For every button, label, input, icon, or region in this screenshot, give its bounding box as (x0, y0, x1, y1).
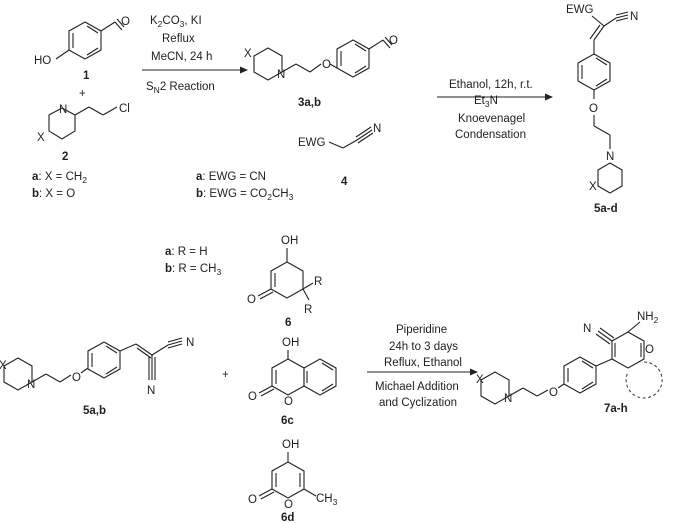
ether-O-5ab: O (72, 372, 81, 384)
atom-EWG-4: EWG (298, 137, 326, 149)
nitrile-N-5ab-a: N (186, 337, 194, 349)
aldehyde-O-3: O (389, 35, 398, 47)
ether-O-3: O (322, 59, 331, 71)
compound-label-2: 2 (62, 151, 68, 163)
compound-label-5: 5a-d (594, 203, 618, 215)
atom-OH-6: OH (281, 235, 298, 247)
plus-sign-2: + (222, 369, 229, 381)
nitrile-N-5: N (630, 11, 638, 23)
compound-label-3: 3a,b (298, 97, 321, 109)
conditions-1-line1: K2CO3, KI (150, 15, 202, 29)
atom-OH-6c: OH (282, 337, 299, 349)
nitrile-N-4: N (373, 123, 381, 135)
atom-OH-6d: OH (282, 439, 299, 451)
compound-1-structure: O HO (34, 16, 130, 67)
ether-O-5: O (589, 103, 598, 115)
atom-Cl: Cl (119, 103, 130, 115)
atom-R-6a: R (314, 276, 322, 288)
atom-X-3: X (244, 48, 252, 60)
compound-6d-structure: OH O O CH3 (248, 439, 338, 511)
compound-2-structure: N Cl X (37, 103, 130, 144)
compound-5ab-structure: X N O N N (0, 337, 194, 397)
compound-label-7: 7a-h (604, 403, 628, 415)
conditions-1-line4: SN2 Reaction (146, 81, 215, 95)
atom-X-5: X (589, 181, 597, 193)
legend-r-b: b: R = CH3 (165, 263, 221, 277)
compound-6c-structure: OH O O (248, 337, 337, 408)
atom-X-5ab: X (0, 360, 7, 372)
atom-N-2: N (59, 104, 67, 116)
atom-HO: HO (34, 55, 51, 67)
compound-7-structure: X N O N NH2 O (476, 311, 663, 405)
atom-N-7: N (504, 393, 512, 405)
legend-ewg-b: b: EWG = CO2CH3 (196, 188, 294, 202)
compound-6-structure: OH O R R (247, 235, 322, 316)
conditions-1-line2: Reflux (162, 33, 195, 45)
compound-label-5ab: 5a,b (83, 405, 106, 417)
carbonyl-O-6c: O (248, 391, 257, 403)
atom-N-3: N (277, 69, 285, 81)
legend-x-b: b: X = O (32, 188, 75, 200)
atom-X-2: X (37, 132, 45, 144)
conditions-2-line2: Et3N (474, 95, 498, 109)
aldehyde-O-1: O (121, 16, 130, 28)
ring-O-6c: O (284, 396, 293, 408)
compound-4-structure: EWG N (298, 123, 381, 149)
atom-N-5: N (606, 151, 614, 163)
conditions-1-line3: MeCN, 24 h (151, 51, 212, 63)
conditions-2-line4: Condensation (455, 129, 526, 141)
compound-label-6c: 6c (281, 415, 294, 427)
compound-label-6: 6 (285, 317, 291, 329)
ring-O-7: O (645, 344, 654, 356)
nitrile-N-7: N (583, 323, 591, 335)
compound-label-4: 4 (341, 176, 348, 188)
conditions-3-line5: and Cyclization (379, 397, 457, 409)
conditions-3-line1: Piperidine (396, 324, 447, 336)
amine-NH2-7: NH2 (637, 311, 659, 325)
legend-r-a: a: R = H (165, 246, 208, 258)
nitrile-N-5ab-b: N (147, 385, 155, 397)
ether-O-7: O (549, 387, 558, 399)
compound-5-structure: EWG N O N X (566, 4, 638, 194)
atom-EWG-5: EWG (566, 4, 594, 16)
legend-x-a: a: X = CH2 (32, 171, 87, 185)
methyl-6d: CH3 (316, 493, 338, 507)
carbonyl-O-6d: O (248, 494, 257, 506)
compound-label-6d: 6d (281, 512, 294, 523)
atom-N-5ab: N (27, 379, 35, 391)
conditions-3-line2: 24h to 3 days (389, 341, 458, 353)
legend-ewg-a: a: EWG = CN (196, 171, 266, 183)
conditions-2-line1: Ethanol, 12h, r.t. (449, 79, 533, 91)
ketone-O-6: O (247, 294, 256, 306)
atom-X-7: X (476, 374, 484, 386)
atom-R-6b: R (304, 304, 312, 316)
plus-sign-1: + (79, 88, 86, 100)
ring-O-6d: O (284, 499, 293, 511)
compound-3-structure: N O O X (244, 35, 398, 81)
conditions-2-line3: Knoevenagel (458, 113, 525, 125)
conditions-3-line4: Michael Addition (375, 381, 459, 393)
compound-label-1: 1 (83, 70, 90, 82)
conditions-3-line3: Reflux, Ethanol (384, 357, 462, 369)
